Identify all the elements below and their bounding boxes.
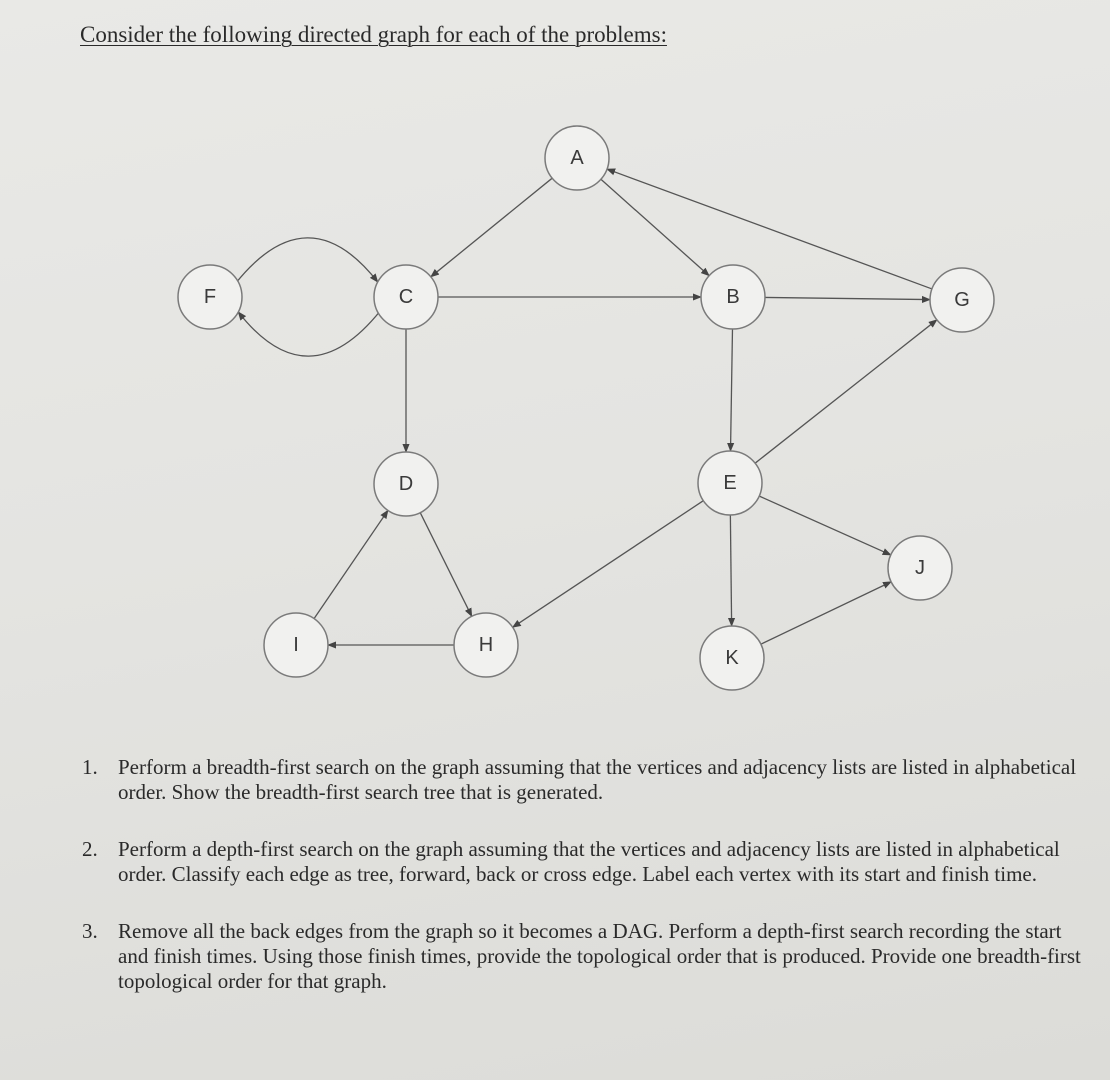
node-label: E: [723, 472, 736, 494]
node-label: H: [479, 634, 493, 656]
node-circle: [700, 264, 766, 330]
node-d: D: [373, 451, 439, 517]
page-title: Consider the following directed graph fo…: [80, 22, 667, 47]
problem-text: Perform a depth-first search on the grap…: [118, 837, 1060, 886]
node-label: G: [954, 289, 970, 311]
edge-a-to-b: [600, 178, 710, 277]
node-label: D: [399, 473, 413, 495]
edge-a-to-c: [430, 177, 553, 278]
node-label: I: [293, 634, 299, 656]
edge-e-to-k: [727, 514, 736, 627]
node-circle: [699, 625, 765, 691]
edge-g-to-a: [606, 168, 933, 290]
node-circle: [544, 125, 610, 191]
node-circle: [177, 264, 243, 330]
edge-k-to-j: [760, 581, 892, 645]
problem-number: 2.: [82, 837, 98, 861]
edge-e-to-g: [754, 319, 938, 464]
node-k: K: [699, 625, 765, 691]
edge-e-to-j: [758, 495, 892, 556]
node-e: E: [697, 450, 763, 516]
node-label: J: [915, 557, 925, 579]
node-label: A: [570, 147, 584, 169]
node-circle: [887, 535, 953, 601]
node-c: C: [373, 264, 439, 330]
edge-c-to-f: [237, 310, 382, 357]
node-g: G: [929, 267, 995, 333]
node-circle: [453, 612, 519, 678]
node-a: A: [544, 125, 610, 191]
node-f: F: [177, 264, 243, 330]
edge-d-to-h: [419, 512, 473, 618]
node-j: J: [887, 535, 953, 601]
problem-2: 2. Perform a depth-first search on the g…: [82, 837, 1082, 887]
node-label: C: [399, 286, 413, 308]
problem-list: 1. Perform a breadth-first search on the…: [82, 755, 1082, 1026]
node-circle: [929, 267, 995, 333]
node-i: I: [263, 612, 329, 678]
problem-3: 3. Remove all the back edges from the gr…: [82, 919, 1082, 994]
node-circle: [263, 612, 329, 678]
problem-text: Perform a breadth-first search on the gr…: [118, 755, 1077, 804]
node-circle: [697, 450, 763, 516]
node-circle: [373, 264, 439, 330]
edge-i-to-d: [313, 509, 389, 619]
edge-b-to-g: [764, 295, 931, 304]
problem-1: 1. Perform a breadth-first search on the…: [82, 755, 1082, 805]
node-b: B: [700, 264, 766, 330]
node-label: F: [204, 286, 216, 308]
node-h: H: [453, 612, 519, 678]
edge-f-to-c: [234, 237, 379, 284]
problem-number: 1.: [82, 755, 98, 779]
directed-graph-diagram: A B C D E F G H I J K: [177, 125, 995, 691]
problem-text: Remove all the back edges from the graph…: [118, 919, 1081, 993]
problem-number: 3.: [82, 919, 98, 943]
node-label: B: [726, 286, 739, 308]
node-label: K: [725, 647, 739, 669]
edge-e-to-h: [511, 500, 704, 628]
node-circle: [373, 451, 439, 517]
edge-b-to-e: [727, 328, 735, 452]
